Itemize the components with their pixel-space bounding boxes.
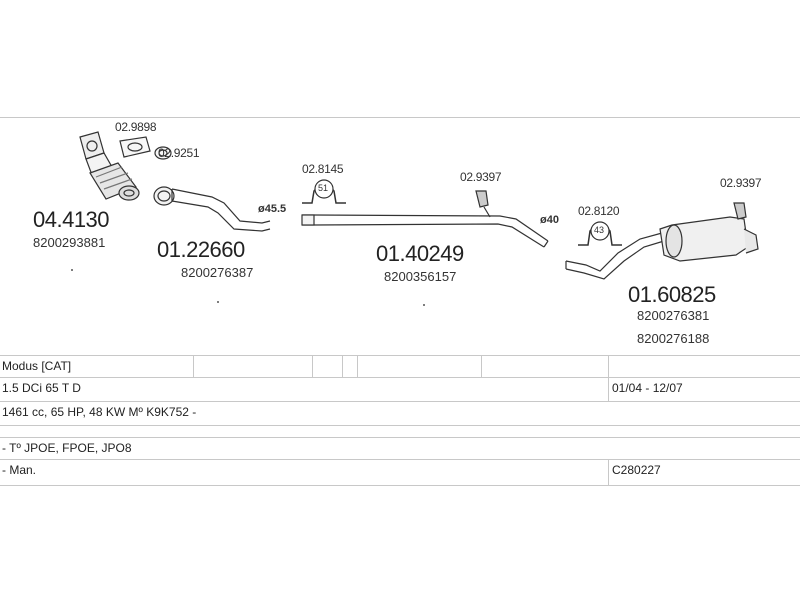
diameter-label-middle: ø40: [540, 214, 559, 226]
table-line: [0, 401, 800, 402]
table-line: [0, 355, 800, 356]
oem-number-front-pipe: 8200276387: [181, 265, 254, 280]
engine-cell: 1.5 DCi 65 T D: [2, 381, 81, 395]
table-divider: [312, 355, 313, 377]
table-divider: [608, 377, 609, 401]
table-line: [0, 377, 800, 378]
specs-cell: 1461 cc, 65 HP, 48 KW Mº K9K752 -: [2, 405, 197, 419]
oem-number-catalyst: 8200293881: [33, 235, 106, 250]
gasket-9898-drawing: [119, 136, 151, 158]
part-number-middle-pipe: 01.40249: [376, 241, 464, 266]
middle-pipe-drawing: [301, 214, 549, 248]
period-cell: 01/04 - 12/07: [612, 381, 683, 395]
dot-marker: [217, 301, 219, 303]
dot-marker: [71, 269, 73, 271]
table-divider: [342, 355, 343, 377]
table-row: 1461 cc, 65 HP, 48 KW Mº K9K752 -: [0, 401, 800, 425]
table-divider: [193, 355, 194, 377]
part-number-catalyst: 04.4130: [33, 207, 110, 232]
table-row: - Tº JPOE, FPOE, JPO8: [0, 437, 800, 459]
exhaust-drawing: [71, 131, 759, 306]
oem-number-middle-pipe: 8200356157: [384, 269, 457, 284]
hanger-9397b-drawing: [733, 202, 747, 220]
clamp-8120-drawing: [578, 221, 622, 246]
table-row: Modus [CAT]: [0, 355, 800, 377]
oem-number-rear-silencer-1: 8200276381: [637, 308, 710, 323]
front-pipe-drawing: [153, 186, 271, 232]
table-divider: [608, 355, 609, 377]
catalyst-drawing: [79, 131, 140, 201]
diameter-label-front: ø45.5: [258, 203, 287, 215]
top-border: [0, 117, 800, 118]
table-row: 1.5 DCi 65 T D 01/04 - 12/07: [0, 377, 800, 401]
part-number-rear-silencer: 01.60825: [628, 282, 716, 307]
oem-number-rear-silencer-2: 8200276188: [637, 331, 710, 346]
part-number-front-pipe: 01.22660: [157, 237, 245, 262]
ref-label-gasket-9251: 02.9251: [158, 146, 200, 160]
table-divider: [608, 459, 609, 485]
table-line: [0, 437, 800, 438]
hanger-9397a-drawing: [475, 190, 491, 218]
clamp-size-a: 51: [318, 183, 329, 193]
table-line: [0, 485, 800, 486]
dot-marker: [423, 304, 425, 306]
ref-label-hanger-9397a: 02.9397: [460, 170, 502, 184]
gearbox-cell: - Man.: [2, 463, 37, 477]
ref-label-gasket-9898: 02.9898: [115, 120, 157, 134]
table-divider: [357, 355, 358, 377]
table-line: [0, 425, 800, 426]
rear-silencer-drawing: [565, 216, 759, 280]
types-cell: - Tº JPOE, FPOE, JPO8: [2, 441, 132, 455]
code-cell: C280227: [612, 463, 661, 477]
clamp-size-b: 43: [594, 225, 605, 235]
gasket-9251-drawing: [154, 146, 172, 160]
model-cell: Modus [CAT]: [2, 359, 72, 373]
ref-label-clamp-8145: 02.8145: [302, 162, 344, 176]
table-line: [0, 459, 800, 460]
ref-label-clamp-8120: 02.8120: [578, 204, 620, 218]
table-row: - Man. C280227: [0, 459, 800, 485]
ref-label-hanger-9397b: 02.9397: [720, 176, 762, 190]
clamp-8145-drawing: [302, 179, 346, 204]
table-divider: [481, 355, 482, 377]
exhaust-diagram: 02.9898 02.9251 02.8145 02.9397 02.8120 …: [0, 117, 800, 355]
